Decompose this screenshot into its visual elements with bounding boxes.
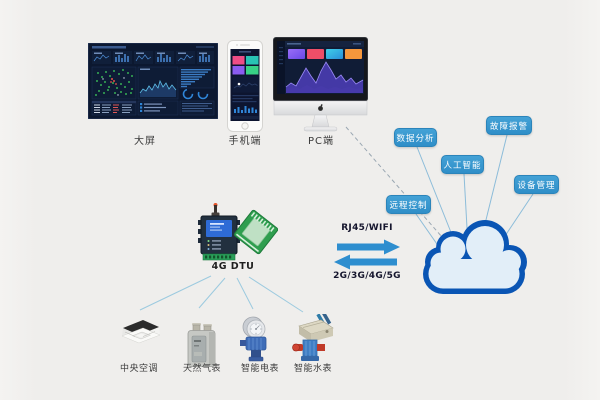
electric-meter-icon <box>240 316 267 362</box>
service-label: 人工智能 <box>443 160 482 171</box>
service-pill-remote-control: 远程控制 <box>386 195 431 214</box>
device-label-water-meter: 智能水表 <box>293 364 332 374</box>
big-screen-label: 大屏 <box>134 136 156 147</box>
uplink-label: RJ45/WIFI <box>341 223 393 233</box>
service-label: 数据分析 <box>396 133 435 144</box>
service-pill-ai: 人工智能 <box>441 155 484 174</box>
dtu-device-icon <box>198 203 278 261</box>
water-meter-icon <box>292 314 334 361</box>
service-pill-data-analysis: 数据分析 <box>394 128 437 147</box>
pc-label: PC端 <box>307 136 334 147</box>
cloud-icon <box>423 220 527 294</box>
service-pill-device-management: 设备管理 <box>514 175 559 194</box>
service-label: 设备管理 <box>517 180 556 191</box>
big-screen-dashboard-icon <box>88 43 218 119</box>
arrow-right-icon <box>337 239 400 255</box>
device-label-electric-meter: 智能电表 <box>240 364 279 374</box>
air-conditioner-icon <box>121 320 161 344</box>
mobile-label: 手机端 <box>228 136 262 147</box>
imac-icon <box>273 37 368 132</box>
pcb-module-icon <box>233 209 278 255</box>
gateway-label: 4G DTU <box>211 261 255 272</box>
smartphone-icon <box>227 40 263 132</box>
arrow-left-icon <box>334 254 397 270</box>
apple-logo-icon <box>318 106 323 111</box>
service-label: 远程控制 <box>389 200 428 211</box>
gas-meter-icon <box>187 323 216 367</box>
downlink-label: 2G/3G/4G/5G <box>333 271 401 281</box>
device-label-ac: 中央空调 <box>119 364 158 374</box>
pc-cloud-dashed-link <box>345 126 450 246</box>
service-pill-fault-alarm: 故障报警 <box>486 116 532 135</box>
service-label: 故障报警 <box>489 121 528 132</box>
device-label-gas-meter: 天然气表 <box>182 364 221 374</box>
